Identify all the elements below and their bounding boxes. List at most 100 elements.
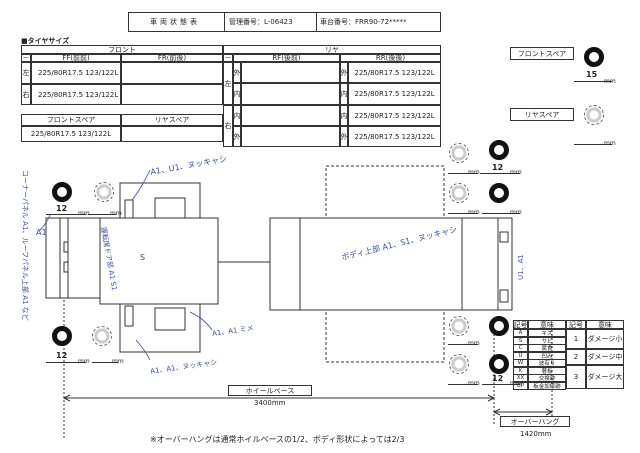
front-spare-tire-icon [584,47,604,67]
rr-outer-label: 外 [340,126,348,147]
rear-left-inner-tire-icon [449,143,469,163]
front-spare-unit: mm [604,78,616,85]
rear-spare-box: リヤスペア [510,108,574,121]
legend-level-code: 1 [566,329,586,349]
rr-left-inner-size: 225/80R17.5 123/122L [348,83,441,105]
fr-right-size [121,84,223,105]
rf-inner-label: 内 [233,83,241,105]
rr-header: RR(後後) [340,54,441,62]
front-right-inner-line [92,362,118,363]
left-label: 左 [21,62,31,84]
rear-right-inner2-tire-icon [489,316,509,336]
rear-left-label: 左 [223,62,233,105]
rear-right-inner-line1 [448,344,478,345]
header-box [128,12,441,32]
legend-meaning-header: 意味 [528,320,566,329]
rear-left-outer-depth: 12 [492,163,504,172]
legend-level-meaning: ダメージ大 [586,365,624,389]
annotation-left-vertical: コーナーパネル A1、ルーフパネル上部 A1 など [21,170,29,321]
front-spare-size: 225/80R17.5 123/122L [21,126,121,142]
wheelbase-label: ホイールベース [228,385,312,396]
front-left-depth-line [46,214,86,215]
rear-left-inner-line2 [448,213,478,214]
rear-header: リヤ [223,45,441,54]
ff-header: FF(前前) [31,54,121,62]
rf-inner-label: 内 [233,105,241,126]
rear-right-outer-tire-icon [489,354,509,374]
rr-inner-label: 内 [340,105,348,126]
rear-spare-depth-line [574,144,612,145]
front-left-inner-tire-icon [94,182,114,202]
tire-size-heading: ■タイヤサイズ [21,37,70,45]
rear-spare-size [121,126,223,142]
rear-left-inner-unit2: mm [468,209,480,216]
front-header: フロント [21,45,223,54]
right-label: 右 [21,84,31,105]
chassis-number: 車台番号：FRR90-72***** [320,18,407,26]
rr-inner-label: 内 [340,83,348,105]
footnote: ※オーバーハングは通常ホイルベースの1/2、ボディ形状によっては2/3 [150,435,405,444]
rf-ro [241,126,340,147]
rear-spare-tire-icon [584,105,604,125]
rear-left-unit: mm [510,169,522,176]
annotation-a1-front: A1 [36,228,47,237]
rear-spare-unit: mm [604,140,616,147]
front-spare-header: フロントスペア [21,114,121,126]
front-right-inner-tire-icon [92,326,112,346]
legend-code-header: 記号 [513,320,528,329]
front-spare-depth-line [574,81,612,82]
rear-left-inner3-tire-icon [489,183,509,203]
rf-ri [241,105,340,126]
header-divider [224,12,225,32]
rear-right-inner-tire-icon [449,316,469,336]
front-right-depth-line [46,362,86,363]
rear-right-inner3-tire-icon [449,354,469,374]
front-spare-depth: 15 [586,70,598,79]
legend-code2-header: 記号 [566,320,586,329]
annotation-rear-vertical: U1、A1 [517,254,525,280]
management-number: 管理番号：L-06423 [229,18,293,26]
rf-outer-label: 外 [233,126,241,147]
front-right-inner-unit: mm [112,358,124,365]
front-right-depth: 12 [56,351,68,360]
rear-left-inner2-tire-icon [449,183,469,203]
wheelbase-value: 3400mm [254,399,286,407]
rear-left-inner-line1 [448,173,478,174]
legend-level-code: 3 [566,365,586,389]
rear-left-inner-line3 [482,213,520,214]
annotation-s: S [140,253,146,262]
front-left-inner-line [88,214,116,215]
rear-right-label: 右 [223,105,233,147]
front-left-size: 225/80R17.5 123/122L [31,62,121,84]
front-right-size: 225/80R17.5 123/122L [31,84,121,105]
rear-right-inner-line2 [448,384,478,385]
front-left-unit: mm [78,210,90,217]
rear-right-unit: mm [510,380,522,387]
rr-outer-label: 外 [340,62,348,83]
front-right-tire-icon [52,326,72,346]
overhang-label: オーバーハング [500,416,570,427]
rear-right-inner-unit1: mm [468,340,480,347]
rear-right-inner-unit2: mm [468,380,480,387]
rear-left-inner-unit1: mm [468,169,480,176]
rear-left-outer-tire-icon [489,140,509,160]
rr-right-inner-size: 225/80R17.5 123/122L [348,105,441,126]
rear-left-inner-unit3: mm [510,209,522,216]
front-right-unit: mm [78,358,90,365]
legend-code: BP [513,381,528,390]
rear-left-depth-line [480,173,520,174]
overhang-value: 1420mm [520,430,552,438]
fr-header: FR(前後) [121,54,223,62]
rf-li [241,83,340,105]
legend-level-meaning: ダメージ小 [586,329,624,349]
rf-lo [241,62,340,83]
dash-cell: － [21,54,31,62]
rr-right-outer-size: 225/80R17.5 123/122L [348,126,441,147]
rear-right-depth-line [482,384,520,385]
legend-level-meaning: ダメージ中 [586,349,624,365]
front-left-tire-icon [52,182,72,202]
legend-meaning: 板金加修跡 [528,381,566,390]
front-left-inner-unit: mm [110,210,122,217]
rf-header: RF(後前) [233,54,340,62]
legend-level-code: 2 [566,349,586,365]
